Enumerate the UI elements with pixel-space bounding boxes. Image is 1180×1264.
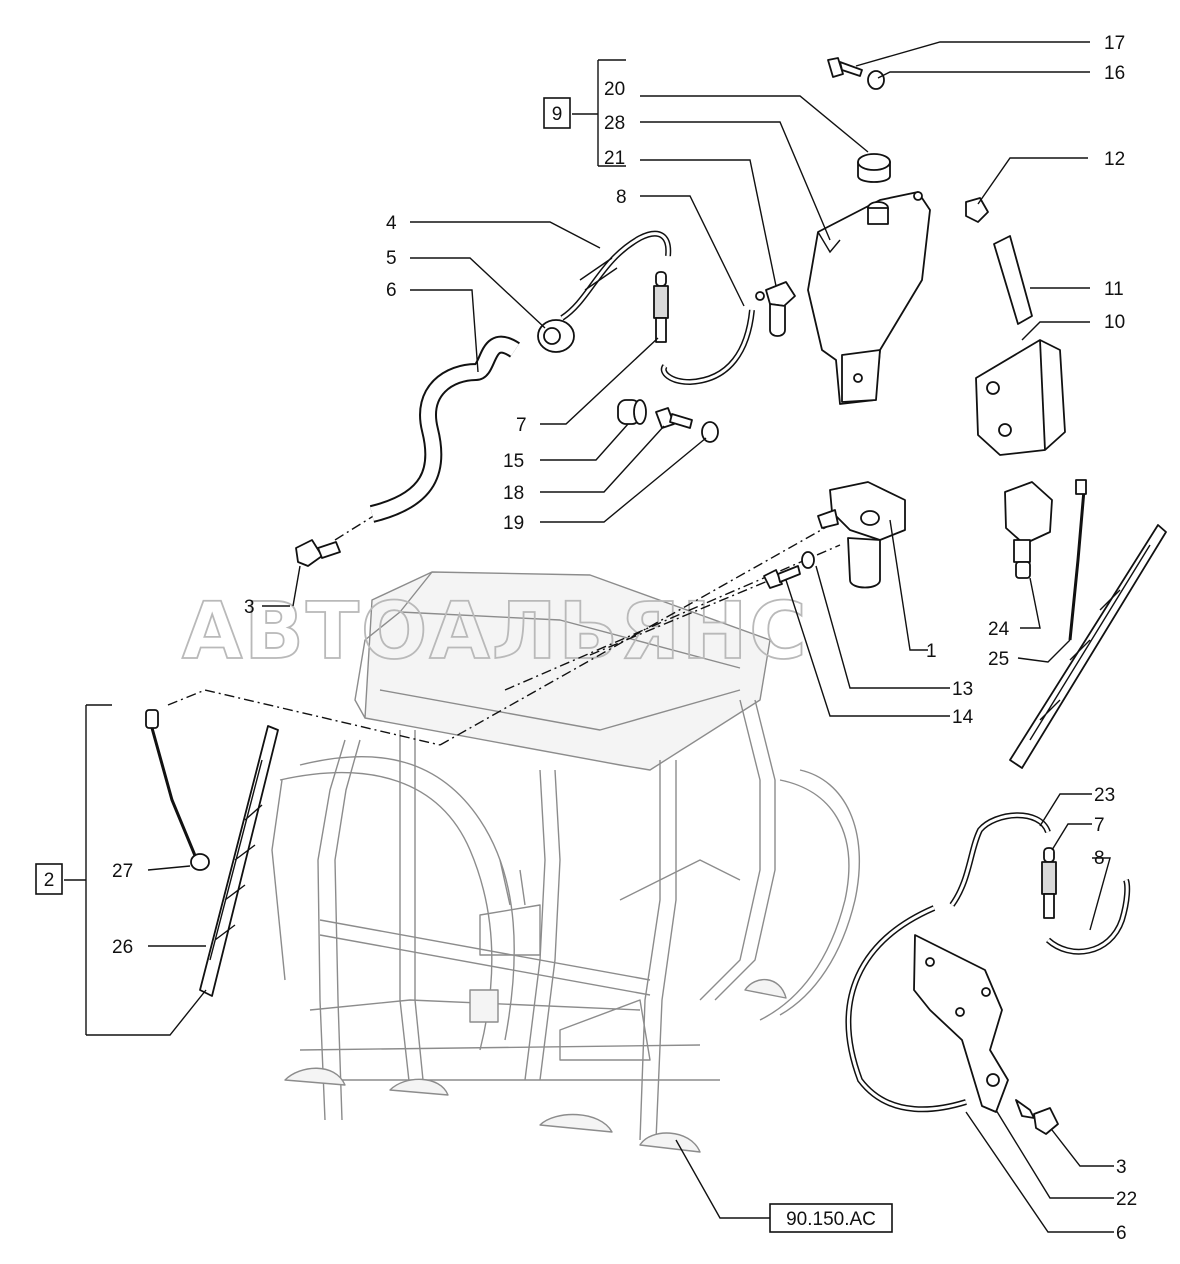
hose-8b-icon	[1045, 878, 1131, 955]
watermark-text: АВТОАЛЬЯНС	[182, 587, 809, 677]
group-2-box	[35, 863, 63, 895]
callout-1: 1	[926, 641, 937, 662]
callout-5: 5	[386, 248, 397, 269]
callout-3b: 3	[1116, 1157, 1127, 1178]
spacer-11-icon	[993, 235, 1033, 325]
callout-8b: 8	[1094, 848, 1105, 869]
reference-label: 90.150.AC	[786, 1209, 876, 1230]
callout-11: 11	[1104, 279, 1124, 300]
callout-26: 26	[112, 937, 133, 958]
hose-6-icon	[369, 335, 520, 523]
callout-18: 18	[503, 483, 524, 504]
callout-19: 19	[503, 513, 524, 534]
group-2-label: 2	[44, 870, 55, 891]
callout-28: 28	[604, 113, 625, 134]
callout-8a: 8	[616, 187, 627, 208]
callout-13: 13	[952, 679, 973, 700]
connector-7b-icon	[1041, 847, 1057, 919]
bracket-10-icon	[975, 339, 1066, 456]
bracket-plate-22-icon	[913, 934, 1009, 1113]
hose-23-icon	[949, 812, 1051, 907]
bushing-15-icon	[617, 399, 647, 425]
reservoir-cap-20-icon	[857, 153, 891, 183]
leader-lines	[64, 41, 1114, 1233]
wiper-arm-27-icon	[145, 709, 210, 871]
callout-12: 12	[1104, 149, 1125, 170]
wiper-motor-24-icon	[1004, 481, 1053, 579]
washer-19-icon	[701, 421, 719, 443]
callout-16: 16	[1104, 63, 1125, 84]
callout-21: 21	[604, 148, 625, 169]
washer-reservoir-28-icon	[807, 191, 931, 405]
callout-3a: 3	[244, 597, 255, 618]
washer-pump-21-icon	[755, 281, 796, 337]
callout-24: 24	[988, 619, 1010, 640]
washer-13-icon	[801, 551, 815, 569]
callout-17: 17	[1104, 33, 1125, 54]
callout-25: 25	[988, 649, 1009, 670]
callout-6a: 6	[386, 280, 397, 301]
callout-6b: 6	[1116, 1223, 1127, 1244]
callout-4: 4	[386, 213, 397, 234]
grommet-12-icon	[965, 197, 989, 223]
group-9-box	[543, 97, 571, 129]
screw-18-icon	[655, 407, 693, 429]
callout-23: 23	[1094, 785, 1115, 806]
callout-20: 20	[604, 79, 625, 100]
bolt-14-icon	[763, 565, 801, 589]
hose-8-icon	[660, 309, 755, 386]
washer-nozzle-1-icon	[817, 481, 906, 589]
nozzle-3-icon	[295, 539, 341, 567]
callout-7a: 7	[516, 415, 527, 436]
callout-10: 10	[1104, 312, 1125, 333]
callout-14: 14	[952, 707, 974, 728]
nozzle-3b-icon	[1015, 1099, 1059, 1135]
callout-27: 27	[112, 861, 133, 882]
connector-7-icon	[653, 271, 669, 343]
callout-22: 22	[1116, 1189, 1137, 1210]
wiper-blade-26-icon	[199, 725, 279, 997]
parts	[145, 57, 1167, 1135]
wiper-arm-right-icon	[1068, 489, 1086, 641]
reference-box	[769, 1203, 893, 1233]
washer-16-icon	[867, 70, 885, 90]
grommet-5-icon	[537, 319, 575, 353]
assembly-lines	[167, 514, 841, 746]
callout-numbers: 17 16 20 28 21 12 8 4 5 6 11 10 7 15 18 …	[112, 33, 1137, 1244]
group-9-label: 9	[552, 104, 563, 125]
callout-7b: 7	[1094, 815, 1105, 836]
callout-15: 15	[503, 451, 524, 472]
bolt-17-icon	[827, 57, 863, 78]
